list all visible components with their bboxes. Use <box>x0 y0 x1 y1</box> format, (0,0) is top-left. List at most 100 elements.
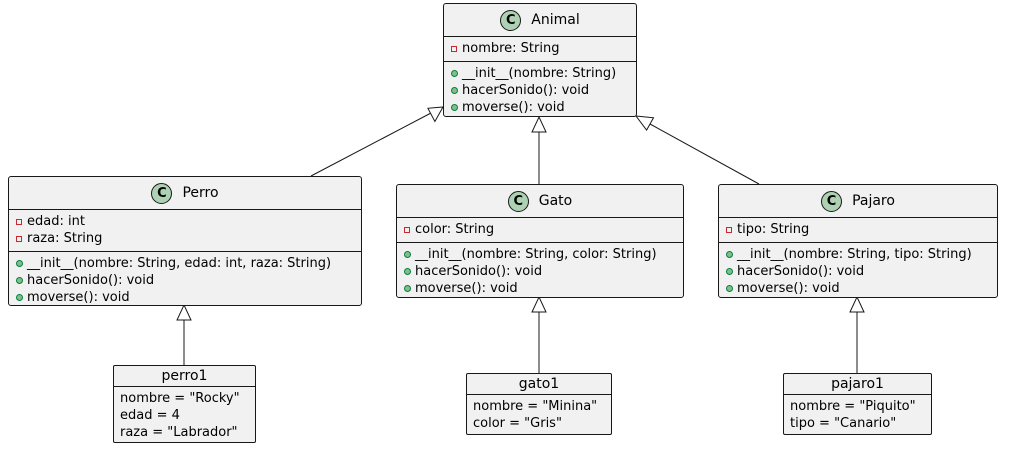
object-perro1[interactable]: perro1 nombre = "Rocky" edad = 4 raza = "L… <box>113 365 256 443</box>
method-row: __init__(nombre: String, color: String) <box>397 246 683 263</box>
attributes-section: edad: int raza: String <box>9 210 361 251</box>
arrowhead-gato-animal <box>531 115 547 133</box>
method-row: moverse(): void <box>397 280 683 297</box>
method-text: hacerSonido(): void <box>462 83 590 98</box>
method-text: __init__(nombre: String, color: String) <box>415 247 657 262</box>
public-visibility-icon <box>15 294 23 301</box>
object-fields: nombre = "Minina" color = "Gris" <box>467 395 611 435</box>
public-visibility-icon <box>725 251 733 258</box>
edge-pajaro-animal <box>649 123 760 185</box>
class-pajaro[interactable]: C Pajaro tipo: String __init__(nombre: S… <box>718 184 998 298</box>
object-field: color = "Gris" <box>473 416 562 431</box>
class-stereotype-icon: C <box>507 190 529 212</box>
methods-section: __init__(nombre: String, color: String) h… <box>397 242 683 301</box>
attribute-row: raza: String <box>9 230 361 247</box>
method-row: __init__(nombre: String, edad: int, raza… <box>9 255 361 272</box>
method-text: moverse(): void <box>737 281 840 296</box>
private-visibility-icon <box>403 226 411 233</box>
attribute-row: edad: int <box>9 213 361 230</box>
method-text: moverse(): void <box>415 281 518 296</box>
attribute-text: nombre: String <box>462 41 560 56</box>
method-row: hacerSonido(): void <box>397 263 683 280</box>
method-text: __init__(nombre: String, edad: int, raza… <box>27 256 332 271</box>
object-fields: nombre = "Rocky" edad = 4 raza = "Labrador… <box>114 387 255 444</box>
private-visibility-icon <box>15 218 23 225</box>
method-text: hacerSonido(): void <box>27 273 155 288</box>
method-row: moverse(): void <box>444 99 636 116</box>
object-name: perro1 <box>114 366 255 387</box>
attributes-section: nombre: String <box>444 37 636 61</box>
arrowhead-pajaro-animal <box>634 115 655 132</box>
class-stereotype-icon: C <box>821 190 843 212</box>
arrowhead-perro1-perro <box>176 303 192 321</box>
object-field: raza = "Labrador" <box>120 425 238 440</box>
method-row: moverse(): void <box>9 289 361 306</box>
class-name: Animal <box>531 12 580 28</box>
private-visibility-icon <box>450 45 458 52</box>
method-text: moverse(): void <box>462 100 565 115</box>
methods-section: __init__(nombre: String, edad: int, raza… <box>9 251 361 310</box>
class-header: C Animal <box>444 4 636 37</box>
object-field: edad = 4 <box>120 408 180 423</box>
object-pajaro1[interactable]: pajaro1 nombre = "Piquito" tipo = "Canari… <box>783 373 932 435</box>
private-visibility-icon <box>725 226 733 233</box>
object-field: nombre = "Rocky" <box>120 391 240 406</box>
object-name: gato1 <box>467 374 611 395</box>
public-visibility-icon <box>15 277 23 284</box>
method-row: hacerSonido(): void <box>444 82 636 99</box>
method-row: __init__(nombre: String) <box>444 65 636 82</box>
object-field: nombre = "Piquito" <box>790 399 916 414</box>
method-row: hacerSonido(): void <box>719 263 997 280</box>
class-animal[interactable]: C Animal nombre: String __init__(nombre:… <box>443 3 637 117</box>
method-text: __init__(nombre: String, tipo: String) <box>737 247 972 262</box>
attributes-section: color: String <box>397 218 683 242</box>
attribute-text: color: String <box>415 222 495 237</box>
class-header: C Pajaro <box>719 185 997 218</box>
arrowhead-gato1-gato <box>531 295 547 313</box>
object-field: tipo = "Canario" <box>790 416 897 431</box>
methods-section: __init__(nombre: String, tipo: String) ha… <box>719 242 997 301</box>
method-text: __init__(nombre: String) <box>462 66 617 81</box>
class-name: Perro <box>182 185 219 201</box>
method-row: moverse(): void <box>719 280 997 297</box>
public-visibility-icon <box>725 268 733 275</box>
attribute-text: edad: int <box>27 214 85 229</box>
arrowhead-perro-animal <box>427 106 444 123</box>
attributes-section: tipo: String <box>719 218 997 242</box>
private-visibility-icon <box>15 235 23 242</box>
public-visibility-icon <box>725 285 733 292</box>
public-visibility-icon <box>403 251 411 258</box>
class-stereotype-icon: C <box>500 9 522 31</box>
method-row: __init__(nombre: String, tipo: String) <box>719 246 997 263</box>
class-perro[interactable]: C Perro edad: int raza: String __init__(n… <box>8 176 362 306</box>
methods-section: __init__(nombre: String) hacerSonido(): v… <box>444 61 636 120</box>
class-header: C Gato <box>397 185 683 218</box>
object-fields: nombre = "Piquito" tipo = "Canario" <box>784 395 931 435</box>
edge-perro-animal <box>310 112 432 177</box>
class-stereotype-icon: C <box>151 182 173 204</box>
attribute-row: nombre: String <box>444 40 636 57</box>
object-name: pajaro1 <box>784 374 931 395</box>
public-visibility-icon <box>450 87 458 94</box>
method-text: moverse(): void <box>27 290 130 305</box>
class-name: Pajaro <box>852 193 895 209</box>
public-visibility-icon <box>15 260 23 267</box>
public-visibility-icon <box>450 70 458 77</box>
class-name: Gato <box>538 193 573 209</box>
method-text: hacerSonido(): void <box>737 264 865 279</box>
method-text: hacerSonido(): void <box>415 264 543 279</box>
public-visibility-icon <box>403 285 411 292</box>
public-visibility-icon <box>450 104 458 111</box>
attribute-row: color: String <box>397 221 683 238</box>
public-visibility-icon <box>403 268 411 275</box>
attribute-row: tipo: String <box>719 221 997 238</box>
object-field: nombre = "Minina" <box>473 399 598 414</box>
method-row: hacerSonido(): void <box>9 272 361 289</box>
attribute-text: tipo: String <box>737 222 810 237</box>
class-gato[interactable]: C Gato color: String __init__(nombre: St… <box>396 184 684 298</box>
attribute-text: raza: String <box>27 231 103 246</box>
object-gato1[interactable]: gato1 nombre = "Minina" color = "Gris" <box>466 373 612 435</box>
arrowhead-pajaro1-pajaro <box>849 295 865 313</box>
class-header: C Perro <box>9 177 361 210</box>
